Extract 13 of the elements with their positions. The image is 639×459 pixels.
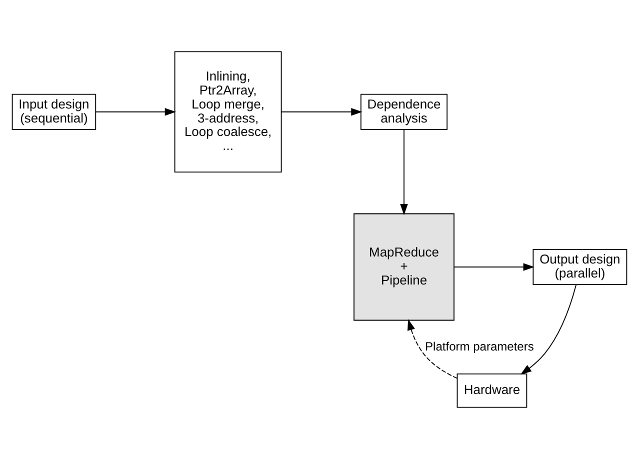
node-box: Dependence analysis	[360, 94, 448, 130]
edge-label: Platform parameters	[425, 339, 534, 354]
arrow	[95, 108, 176, 116]
node-box: Input design (sequential)	[12, 94, 96, 130]
arrow	[280, 108, 362, 116]
arrow	[407, 319, 458, 379]
arrow	[520, 284, 577, 375]
node-box: Output design (parallel)	[532, 248, 628, 286]
node-box: MapReduce + Pipeline	[354, 213, 454, 321]
arrow	[400, 129, 408, 216]
arrow	[454, 263, 534, 271]
node-box: Hardware	[456, 374, 528, 408]
node-box: Inlining, Ptr2Array, Loop merge, 3-address, Loop coalesce, ...	[174, 51, 282, 173]
